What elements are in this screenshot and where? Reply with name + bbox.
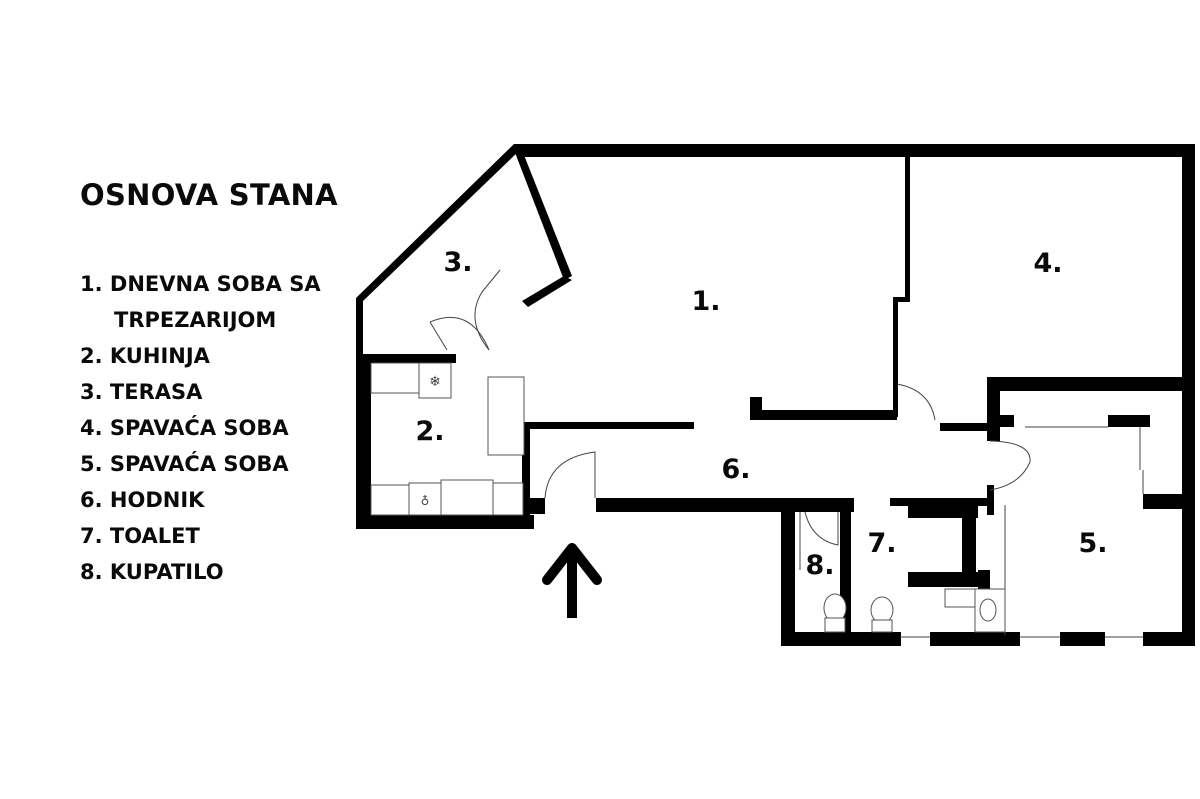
room-label-4: 4. bbox=[1033, 248, 1062, 279]
legend-num: 6. bbox=[80, 488, 103, 512]
legend-label: HODNIK bbox=[109, 488, 205, 512]
legend-label: DNEVNA SOBA SA bbox=[109, 272, 321, 296]
legend-label: SPAVAĆA SOBA bbox=[109, 452, 289, 476]
legend-item-1: 1. DNEVNA SOBA SA TRPEZARIJOM bbox=[80, 266, 321, 338]
doors bbox=[429, 269, 1144, 635]
room-label-2: 2. bbox=[415, 416, 444, 447]
legend-label-cont: TRPEZARIJOM bbox=[114, 308, 277, 332]
room-label-6: 6. bbox=[721, 454, 750, 485]
washbasin-icon bbox=[944, 588, 976, 608]
room-label-5: 5. bbox=[1078, 528, 1107, 559]
bathroom-fixtures bbox=[823, 588, 1143, 638]
stove-icon bbox=[418, 362, 452, 399]
legend-item-3: 3. TERASA bbox=[80, 374, 321, 410]
room-label-8: 8. bbox=[805, 550, 834, 581]
legend-item-8: 8. KUPATILO bbox=[80, 554, 321, 590]
sink-icon bbox=[408, 482, 442, 516]
room-label-7: 7. bbox=[867, 528, 896, 559]
burner-icon: ❄ bbox=[429, 374, 441, 390]
legend-label: KUHINJA bbox=[109, 344, 210, 368]
arrow-up-icon bbox=[542, 543, 602, 618]
legend-label: TERASA bbox=[109, 380, 203, 404]
room-labels: 1. 2. 3. 4. 5. 6. 7. 8. bbox=[415, 247, 1107, 581]
walls bbox=[356, 144, 1195, 646]
legend-num: 2. bbox=[80, 344, 103, 368]
svg-text:♁: ♁ bbox=[421, 494, 430, 508]
page-title: OSNOVA STANA bbox=[80, 178, 338, 212]
legend-label: SPAVAĆA SOBA bbox=[109, 416, 289, 440]
legend-num: 4. bbox=[80, 416, 103, 440]
legend-num: 3. bbox=[80, 380, 103, 404]
legend-label: KUPATILO bbox=[109, 560, 224, 584]
kitchen-fixtures: ❄ ♁ bbox=[370, 362, 525, 516]
legend-num: 5. bbox=[80, 452, 103, 476]
legend-num: 7. bbox=[80, 524, 103, 548]
legend-item-7: 7. TOALET bbox=[80, 518, 321, 554]
legend-item-2: 2. KUHINJA bbox=[80, 338, 321, 374]
legend-item-5: 5. SPAVAĆA SOBA bbox=[80, 446, 321, 482]
room-label-1: 1. bbox=[691, 286, 720, 317]
room-label-3: 3. bbox=[443, 247, 472, 278]
room-legend: 1. DNEVNA SOBA SA TRPEZARIJOM 2. KUHINJA… bbox=[80, 266, 321, 590]
legend-num: 1. bbox=[80, 272, 103, 296]
legend-label: TOALET bbox=[109, 524, 200, 548]
toilet-icon bbox=[870, 596, 894, 624]
legend-num: 8. bbox=[80, 560, 103, 584]
legend-item-6: 6. HODNIK bbox=[80, 482, 321, 518]
legend-item-4: 4. SPAVAĆA SOBA bbox=[80, 410, 321, 446]
